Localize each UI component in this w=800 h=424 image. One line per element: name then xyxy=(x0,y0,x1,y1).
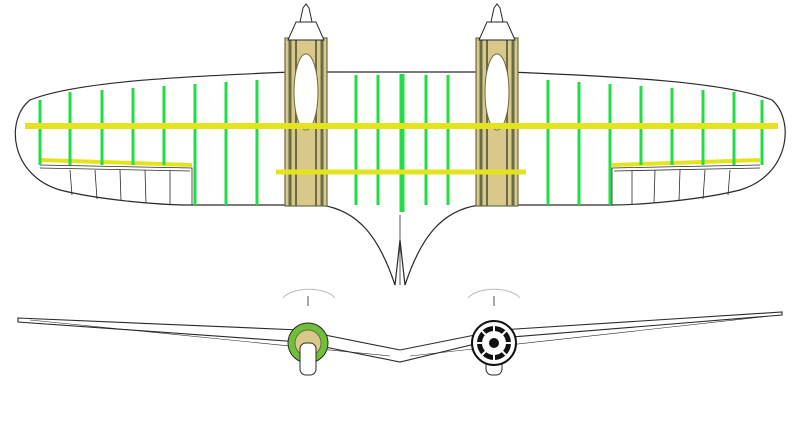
nacelle-right-plan xyxy=(475,3,519,207)
wing-front-profile xyxy=(17,311,783,363)
cylinder-icon xyxy=(477,326,511,360)
propeller-hub-right-icon xyxy=(490,3,504,23)
engine-left-front xyxy=(287,322,329,376)
propeller-hub-left-icon xyxy=(299,3,313,23)
engine-right-front xyxy=(471,320,517,376)
nacelle-left-plan xyxy=(284,3,328,207)
prop-arc-right xyxy=(467,288,521,299)
prop-arc-left xyxy=(282,288,336,299)
flap-spar-left xyxy=(39,158,193,167)
flap-right xyxy=(611,164,761,205)
ribs xyxy=(38,74,764,212)
flap-left xyxy=(39,164,193,205)
front-view xyxy=(17,288,783,376)
plan-view xyxy=(14,3,786,286)
